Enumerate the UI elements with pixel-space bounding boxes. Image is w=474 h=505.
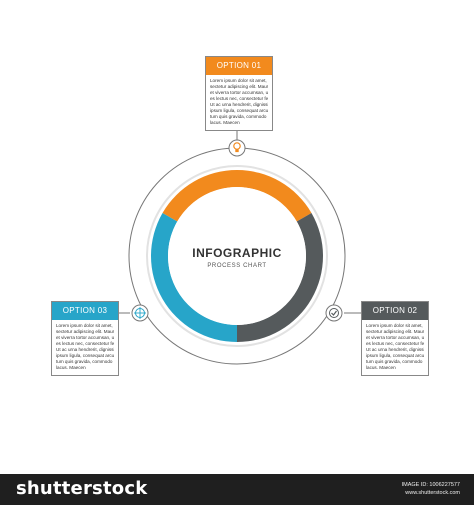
infographic-canvas: INFOGRAPHIC PROCESS CHART OPTION 01 Lore…: [51, 56, 429, 376]
option-01-label: OPTION 01: [206, 57, 272, 75]
option-03-box: OPTION 03 Lorem ipsum dolor sit amet, co…: [51, 301, 119, 376]
option-02-label: OPTION 02: [362, 302, 428, 320]
option-03-line: lacus. Maecen: [56, 365, 86, 370]
donut-center: [168, 187, 306, 325]
option-03-text: Lorem ipsum dolor sit amet, con sectetur…: [52, 320, 118, 375]
donut-segment-option01: [162, 170, 312, 222]
option-02-line: sectetur adipiscing elit. Mauris: [366, 329, 424, 334]
option-01-line: sectetur adipiscing elit. Mauris: [210, 84, 268, 89]
donut-segment-option03: [151, 213, 237, 342]
inner-track: [146, 165, 328, 347]
image-id: IMAGE ID: 1006227577 www.shutterstock.co…: [402, 481, 460, 497]
option-03-line: ipsum ligula, consequat arcu.: [56, 353, 114, 358]
center-subtitle: PROCESS CHART: [207, 263, 267, 269]
option-03-label: OPTION 03: [52, 302, 118, 320]
donut-segments: [151, 170, 323, 342]
option-01-line: et viverra tortor accumsan, ultrici: [210, 90, 268, 95]
infographic-svg: [118, 119, 361, 365]
option-01-text: Lorem ipsum dolor sit amet, con sectetur…: [206, 75, 272, 130]
option-01-line: Lorem ipsum dolor sit amet, con: [210, 78, 268, 83]
image-id-label: IMAGE ID: 1006227577: [401, 482, 460, 488]
center-title: INFOGRAPHIC: [192, 246, 282, 260]
option-03-line: Lorem ipsum dolor sit amet, con: [56, 323, 114, 328]
option-03-line: Ut ac urna hendrerit, dignissim: [56, 347, 114, 352]
option-02-line: es lectus nec, consectetur felis.: [366, 341, 424, 346]
option-02-line: lacus. Maecen: [366, 365, 396, 370]
site-url: www.shutterstock.com: [405, 490, 460, 496]
option-01-line: Ut ac urna hendrerit, dignissim: [210, 102, 268, 107]
option-02-text: Lorem ipsum dolor sit amet, con sectetur…: [362, 320, 428, 375]
option-01-line: lacus. Maecen: [210, 120, 240, 125]
option-02-box: OPTION 02 Lorem ipsum dolor sit amet, co…: [361, 301, 429, 376]
option-01-line: es lectus nec, consectetur felis.: [210, 96, 268, 101]
donut-segment-option02: [237, 213, 323, 342]
target-icon: [131, 304, 149, 322]
center-label: INFOGRAPHIC PROCESS CHART: [167, 246, 307, 269]
option-03-line: et viverra tortor accumsan, ultrici: [56, 335, 114, 340]
option-02-line: ipsum ligula, consequat arcu.: [366, 353, 424, 358]
option-02-line: et viverra tortor accumsan, ultrici: [366, 335, 424, 340]
option-03-line: es lectus nec, consectetur felis.: [56, 341, 114, 346]
checkmark-icon: [325, 304, 343, 322]
option-01-line: tum quis gravida, commodo nec: [210, 114, 268, 119]
option-02-line: Lorem ipsum dolor sit amet, con: [366, 323, 424, 328]
option-02-line: tum quis gravida, commodo nec: [366, 359, 424, 364]
footer-bar: shutterstock IMAGE ID: 1006227577 www.sh…: [0, 474, 474, 505]
brand-logo: shutterstock: [16, 478, 148, 499]
option-03-line: tum quis gravida, commodo nec: [56, 359, 114, 364]
option-01-box: OPTION 01 Lorem ipsum dolor sit amet, co…: [205, 56, 273, 131]
lightbulb-icon: [228, 139, 246, 157]
option-02-line: Ut ac urna hendrerit, dignissim: [366, 347, 424, 352]
option-03-line: sectetur adipiscing elit. Mauris: [56, 329, 114, 334]
option-01-line: ipsum ligula, consequat arcu.: [210, 108, 268, 113]
